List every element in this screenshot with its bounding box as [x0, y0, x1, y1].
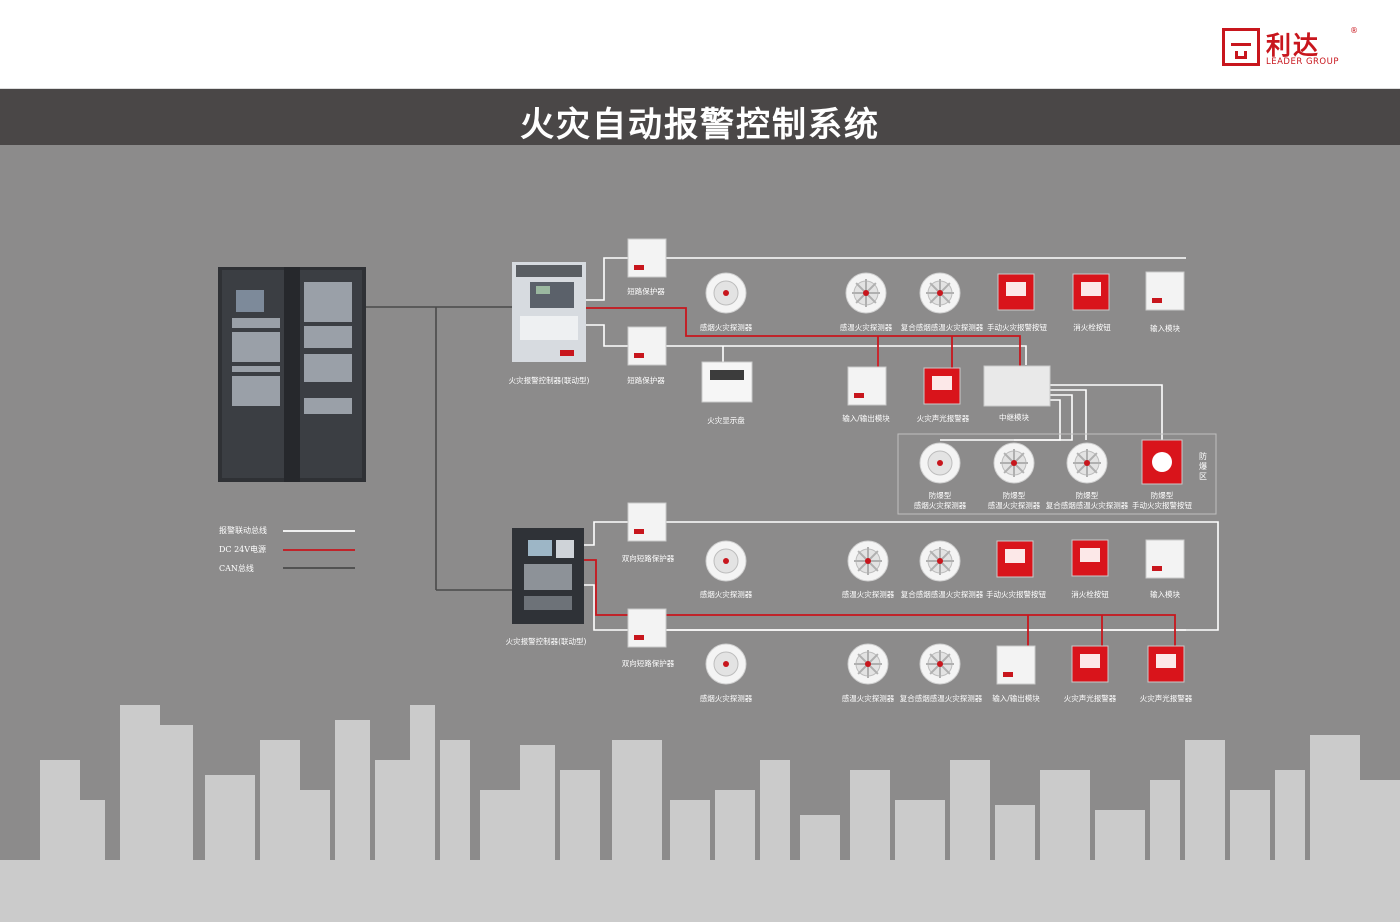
lb2-device-label: 复合感烟感温火灾探测器	[899, 694, 983, 703]
lb1-device-label: 手动火灾报警按钮	[986, 590, 1046, 599]
ex-device-label-line1: 防爆型	[928, 491, 952, 500]
ub1-device-label: 复合感烟感温火灾探测器	[900, 323, 984, 332]
manual-call-point-icon	[997, 273, 1035, 311]
sounder-strobe-icon	[923, 367, 961, 405]
io-module-icon	[996, 645, 1036, 685]
upper-controller	[512, 262, 586, 362]
ex-composite-detector-icon	[1066, 442, 1108, 484]
ex-device-label-line2: 感烟火灾探测器	[913, 501, 967, 510]
heat-detector-icon	[847, 540, 889, 582]
heat-detector-icon	[845, 272, 887, 314]
lower-protector-2-label: 双向短路保护器	[621, 659, 675, 668]
registered-mark: ®	[1350, 26, 1358, 35]
header: 利达 ® LEADER GROUP	[0, 0, 1400, 89]
upper-protector-2-label: 短路保护器	[627, 376, 665, 385]
smoke-detector-icon	[705, 540, 747, 582]
short-circuit-protector-icon	[627, 238, 667, 278]
explosion-zone-frame	[897, 433, 1217, 515]
ex-device-label-line1: 防爆型	[1150, 491, 1174, 500]
hydrant-button-icon	[1072, 273, 1110, 311]
legend-lines	[283, 530, 355, 569]
lb1-device-label: 输入模块	[1150, 590, 1180, 599]
logo-icon	[1222, 28, 1260, 66]
legend-alarm-bus-label: 报警联动总线	[219, 526, 267, 535]
explosion-zone-label: 防爆区	[1199, 452, 1207, 481]
bidirectional-protector-icon	[627, 608, 667, 648]
sounder-strobe-icon	[1071, 645, 1109, 683]
io-module-icon	[847, 366, 887, 406]
lb1-device-label: 感烟火灾探测器	[699, 590, 753, 599]
ub1-device-label: 感烟火灾探测器	[699, 323, 753, 332]
title-band: 火灾自动报警控制系统	[0, 89, 1400, 145]
ex-manual-call-point-icon	[1141, 439, 1183, 485]
ub2-device-label: 输入/输出模块	[842, 414, 890, 423]
ub1-device-label: 手动火灾报警按钮	[987, 323, 1047, 332]
lb2-device-label: 输入/输出模块	[992, 694, 1040, 703]
upper-controller-label: 火灾报警控制器(联动型)	[508, 376, 590, 385]
ex-smoke-detector-icon	[919, 442, 961, 484]
input-module-icon	[1145, 539, 1185, 579]
lower-protector-1-label: 双向短路保护器	[621, 554, 675, 563]
system-diagram	[0, 238, 1400, 922]
brand-logo: 利达 ® LEADER GROUP	[1222, 26, 1358, 70]
input-module-icon	[1145, 271, 1185, 311]
city-skyline	[0, 705, 1400, 922]
ub1-device-label: 感温火灾探测器	[839, 323, 893, 332]
lower-controller	[512, 528, 584, 624]
legend-power-label: DC 24V电源	[219, 545, 267, 554]
alarm-bus-lines	[584, 257, 1219, 631]
heat-detector-icon	[847, 643, 889, 685]
smoke-detector-icon	[705, 272, 747, 314]
lb2-device-label: 感温火灾探测器	[841, 694, 895, 703]
ex-device-label-line1: 防爆型	[1075, 491, 1099, 500]
bidirectional-protector-icon	[627, 502, 667, 542]
repeater-module-icon	[983, 365, 1051, 407]
diagram-stage: 报警联动总线 DC 24V电源 CAN总线 火灾报警控制器(联动型) 火灾报警控…	[0, 145, 1400, 922]
brand-name-cn: 利达	[1266, 31, 1321, 60]
main-control-cabinet	[218, 267, 366, 482]
hydrant-button-icon	[1071, 539, 1109, 577]
lb1-device-label: 感温火灾探测器	[841, 590, 895, 599]
ex-heat-detector-icon	[993, 442, 1035, 484]
lower-controller-label: 火灾报警控制器(联动型)	[505, 637, 587, 646]
composite-detector-icon	[919, 272, 961, 314]
ex-device-label-line2: 感温火灾探测器	[987, 501, 1041, 510]
lb1-device-label: 复合感烟感温火灾探测器	[900, 590, 984, 599]
brand-name-en: LEADER GROUP	[1266, 57, 1339, 67]
ub2-device-label: 火灾显示盘	[707, 416, 745, 425]
short-circuit-protector-icon	[627, 326, 667, 366]
ub1-device-label: 输入模块	[1150, 324, 1180, 333]
sounder-strobe-icon	[1147, 645, 1185, 683]
ub2-device-label: 中继模块	[999, 413, 1029, 422]
ex-device-label-line2: 复合感烟感温火灾探测器	[1045, 501, 1129, 510]
smoke-detector-icon	[705, 643, 747, 685]
can-bus-lines	[365, 306, 512, 591]
legend-can-label: CAN总线	[219, 564, 254, 573]
device-layer	[627, 238, 1185, 685]
ub1-device-label: 消火栓按钮	[1073, 323, 1111, 332]
fire-display-panel-icon	[701, 361, 753, 403]
ex-device-label-line2: 手动火灾报警按钮	[1132, 501, 1192, 510]
ub2-device-label: 火灾声光报警器	[916, 414, 970, 423]
composite-detector-icon	[919, 540, 961, 582]
ex-device-label-line1: 防爆型	[1002, 491, 1026, 500]
lb2-device-label: 火灾声光报警器	[1139, 694, 1193, 703]
page-title: 火灾自动报警控制系统	[520, 105, 880, 145]
upper-protector-1-label: 短路保护器	[627, 287, 665, 296]
manual-call-point-icon	[996, 540, 1034, 578]
lb2-device-label: 感烟火灾探测器	[699, 694, 753, 703]
composite-detector-icon	[919, 643, 961, 685]
lb2-device-label: 火灾声光报警器	[1063, 694, 1117, 703]
lb1-device-label: 消火栓按钮	[1071, 590, 1109, 599]
dc24v-power-lines	[584, 307, 1176, 648]
